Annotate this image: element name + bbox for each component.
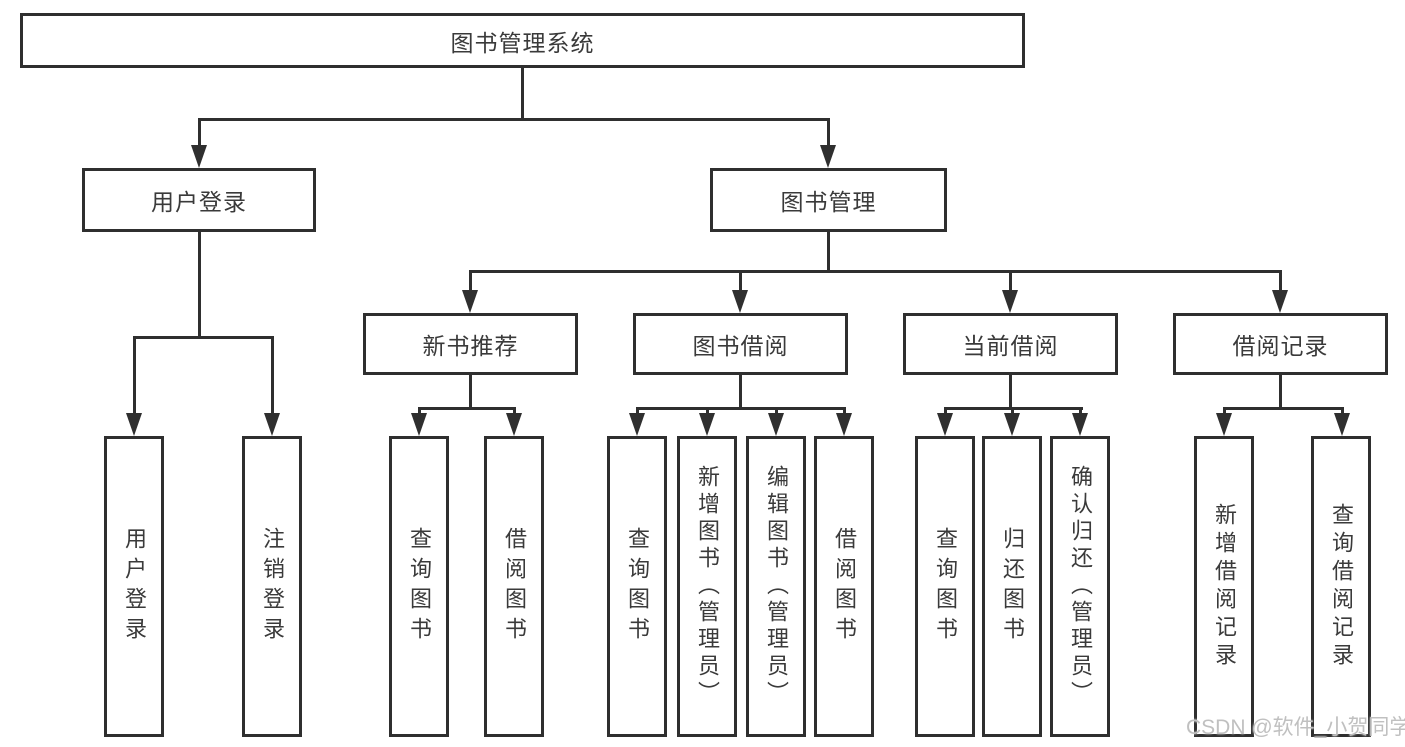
node-book-management-label: 图书管理	[780, 189, 877, 215]
node-new-books: 新书推荐	[363, 313, 578, 375]
leaf-user-login: 用户登录	[104, 436, 164, 737]
connector-stem-bb-leaf-4	[843, 407, 846, 416]
connector-root-drop	[521, 68, 524, 120]
leaf-nb-query-books-label: 查询图书	[407, 526, 432, 647]
connector-current-borrow-drop	[1009, 375, 1012, 410]
connector-borrow-records-drop	[1279, 375, 1282, 410]
leaf-br-add-record: 新增借阅记录	[1194, 436, 1254, 737]
node-book-borrow-label: 图书借阅	[692, 333, 789, 359]
arrowhead-borrow-records	[1272, 290, 1288, 313]
connector-stem-book-borrow	[739, 270, 742, 292]
leaf-nb-query-books: 查询图书	[389, 436, 449, 737]
leaf-br-query-record-label: 查询借阅记录	[1329, 502, 1354, 671]
arrowhead-book-management	[820, 145, 836, 168]
connector-new-books-drop	[469, 375, 472, 410]
node-book-management: 图书管理	[710, 168, 947, 232]
connector-stem-new-books	[469, 270, 472, 292]
connector-stem-user-login	[198, 118, 201, 147]
leaf-bb-borrow-books: 借阅图书	[814, 436, 874, 737]
node-borrow-records: 借阅记录	[1173, 313, 1388, 375]
connector-stem-br-leaf-1	[1223, 407, 1226, 416]
connector-stem-current-borrow	[1009, 270, 1012, 292]
arrowhead-br-leaf-2	[1334, 413, 1350, 436]
connector-stem-cb-leaf-3	[1079, 407, 1082, 416]
leaf-cb-confirm-return-admin: 确认归还（管理员）	[1050, 436, 1110, 737]
node-root-label: 图书管理系统	[450, 29, 595, 56]
connector-stem-borrow-records	[1279, 270, 1282, 292]
node-user-login: 用户登录	[82, 168, 316, 232]
arrowhead-book-borrow	[732, 290, 748, 313]
node-current-borrow: 当前借阅	[903, 313, 1118, 375]
leaf-cb-return-books-label: 归还图书	[1000, 526, 1025, 647]
arrowhead-current-borrow	[1002, 290, 1018, 313]
leaf-bb-edit-books-admin: 编辑图书（管理员）	[746, 436, 806, 737]
arrowhead-cb-leaf-2	[1004, 413, 1020, 436]
connector-stem-bb-leaf-1	[636, 407, 639, 416]
leaf-cb-return-books: 归还图书	[982, 436, 1042, 737]
connector-stem-bb-leaf-2	[706, 407, 709, 416]
connector-stem-login-leaf	[133, 336, 136, 414]
leaf-logout-label: 注销登录	[260, 526, 285, 647]
arrowhead-new-books	[462, 290, 478, 313]
arrowhead-bb-leaf-2	[699, 413, 715, 436]
leaf-cb-query-books: 查询图书	[915, 436, 975, 737]
connector-stem-book-management	[827, 118, 830, 147]
leaf-nb-borrow-books-label: 借阅图书	[502, 526, 527, 647]
connector-book-borrow-drop	[739, 375, 742, 410]
arrowhead-login-leaf	[126, 413, 142, 436]
leaf-bb-edit-books-admin-label: 编辑图书（管理员）	[764, 465, 789, 708]
arrowhead-cb-leaf-3	[1072, 413, 1088, 436]
connector-stem-logout-leaf	[271, 336, 274, 414]
node-book-borrow: 图书借阅	[633, 313, 848, 375]
leaf-bb-query-books-label: 查询图书	[625, 526, 650, 647]
arrowhead-br-leaf-1	[1216, 413, 1232, 436]
connector-user-login-rail	[133, 336, 274, 339]
leaf-bb-add-books-admin: 新增图书（管理员）	[677, 436, 737, 737]
arrowhead-bb-leaf-3	[768, 413, 784, 436]
connector-level3-rail	[469, 270, 1282, 273]
leaf-bb-query-books: 查询图书	[607, 436, 667, 737]
connector-stem-bb-leaf-3	[775, 407, 778, 416]
arrowhead-bb-leaf-4	[836, 413, 852, 436]
connector-borrow-records-rail	[1223, 407, 1344, 410]
connector-user-login-drop	[198, 232, 201, 339]
leaf-bb-borrow-books-label: 借阅图书	[832, 526, 857, 647]
arrowhead-user-login	[191, 145, 207, 168]
node-root-system: 图书管理系统	[20, 13, 1025, 68]
connector-book-borrow-rail	[636, 407, 846, 410]
leaf-nb-borrow-books: 借阅图书	[484, 436, 544, 737]
leaf-br-add-record-label: 新增借阅记录	[1212, 502, 1237, 671]
arrowhead-nb-leaf-1	[411, 413, 427, 436]
arrowhead-cb-leaf-1	[937, 413, 953, 436]
csdn-watermark: CSDN @软件_小贺同学	[1186, 716, 1405, 739]
connector-stem-cb-leaf-2	[1011, 407, 1014, 416]
leaf-br-query-record: 查询借阅记录	[1311, 436, 1371, 737]
node-borrow-records-label: 借阅记录	[1232, 333, 1329, 359]
connector-new-books-rail	[418, 407, 516, 410]
node-new-books-label: 新书推荐	[422, 333, 519, 359]
leaf-user-login-label: 用户登录	[122, 526, 147, 647]
connector-stem-nb-leaf-1	[418, 407, 421, 416]
leaf-bb-add-books-admin-label: 新增图书（管理员）	[695, 465, 720, 708]
connector-stem-br-leaf-2	[1341, 407, 1344, 416]
connector-stem-cb-leaf-1	[944, 407, 947, 416]
node-current-borrow-label: 当前借阅	[962, 333, 1059, 359]
arrowhead-nb-leaf-2	[506, 413, 522, 436]
node-user-login-label: 用户登录	[151, 189, 247, 215]
connector-stem-nb-leaf-2	[513, 407, 516, 416]
leaf-cb-query-books-label: 查询图书	[933, 526, 958, 647]
arrowhead-logout-leaf	[264, 413, 280, 436]
arrowhead-bb-leaf-1	[629, 413, 645, 436]
connector-level2-rail	[198, 118, 830, 121]
connector-book-management-drop	[827, 232, 830, 273]
leaf-logout: 注销登录	[242, 436, 302, 737]
leaf-cb-confirm-return-admin-label: 确认归还（管理员）	[1068, 465, 1093, 708]
